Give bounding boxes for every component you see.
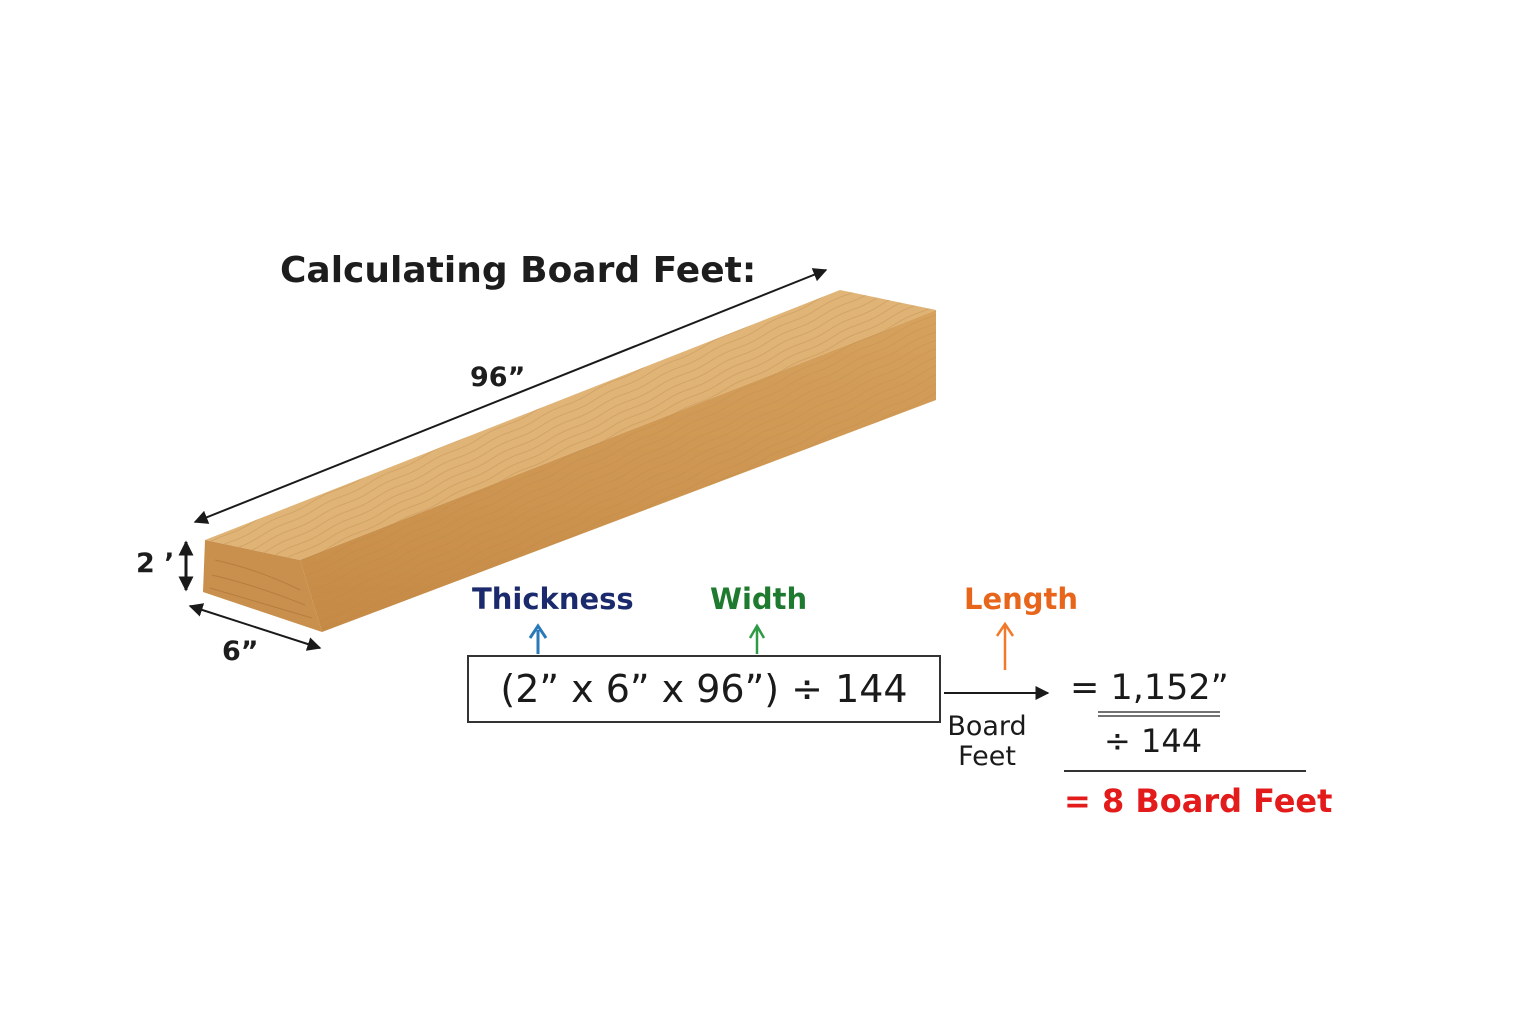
board-feet-label: Board Feet xyxy=(946,712,1028,772)
width-dimension-arrow-icon xyxy=(188,603,322,651)
width-dimension-label: 6” xyxy=(222,636,259,667)
width-up-arrow-icon xyxy=(748,623,766,654)
length-dimension-label: 96” xyxy=(470,362,526,393)
thickness-dimension-label: 2 ’ xyxy=(136,548,175,579)
thickness-term: Thickness xyxy=(472,582,634,616)
length-term: Length xyxy=(964,582,1079,616)
length-dimension-arrow-icon xyxy=(193,268,828,524)
thickness-up-arrow-icon xyxy=(528,623,548,654)
result-divisor: ÷ 144 xyxy=(1104,722,1203,760)
width-term: Width xyxy=(710,582,808,616)
page-title: Calculating Board Feet: xyxy=(280,250,757,291)
length-up-arrow-icon xyxy=(995,621,1015,670)
board-feet-label-line2: Feet xyxy=(958,741,1016,772)
result-numerator: = 1,152” xyxy=(1070,668,1229,708)
result-final: = 8 Board Feet xyxy=(1064,782,1333,820)
board-feet-label-line1: Board xyxy=(947,711,1027,742)
formula-text: (2” x 6” x 96”) ÷ 144 xyxy=(500,667,908,711)
formula-box: (2” x 6” x 96”) ÷ 144 xyxy=(467,655,941,723)
